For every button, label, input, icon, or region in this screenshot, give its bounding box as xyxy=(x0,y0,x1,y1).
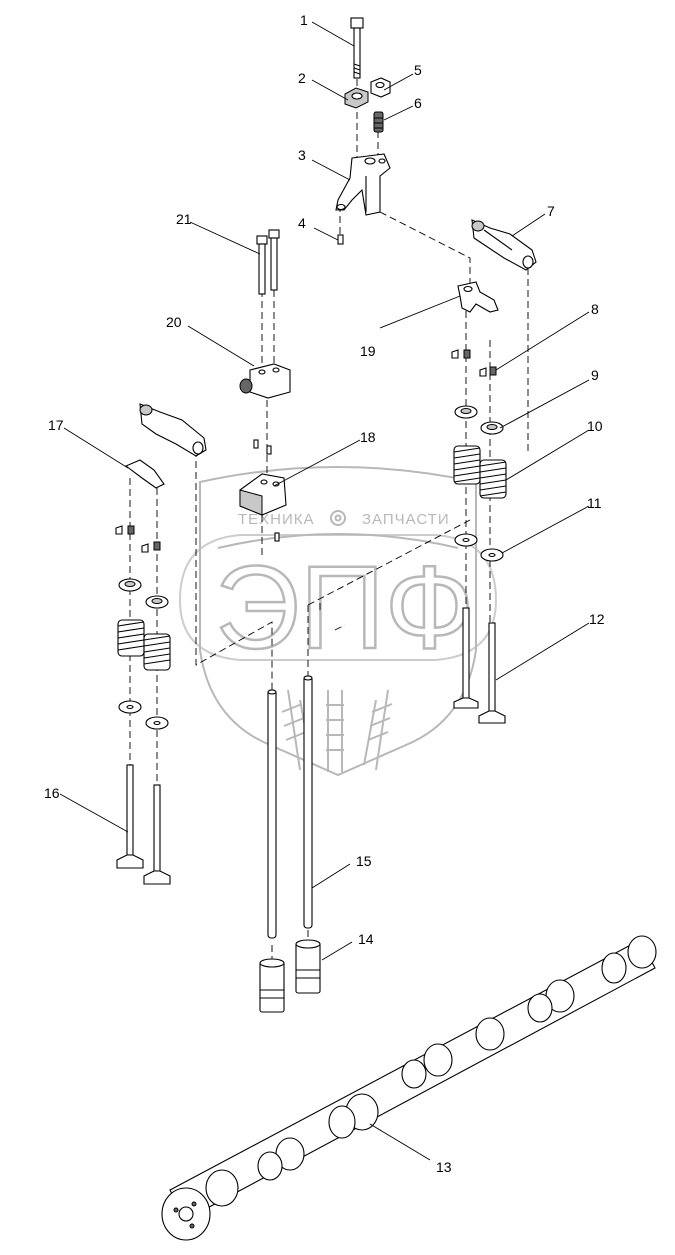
part-20-shaft-support xyxy=(239,363,291,399)
part-14-tappets xyxy=(259,939,321,1013)
wheat-icon xyxy=(281,689,393,772)
callout-7: 7 xyxy=(547,203,555,219)
callout-17: 17 xyxy=(48,417,64,433)
callout-4: 4 xyxy=(298,215,306,231)
gear-icon xyxy=(330,510,346,526)
callout-1: 1 xyxy=(300,12,308,28)
callout-8: 8 xyxy=(591,301,599,317)
leader-lines xyxy=(59,21,590,1161)
part-17-rocker-left xyxy=(124,403,207,489)
callout-16: 16 xyxy=(44,785,60,801)
callout-12: 12 xyxy=(589,611,605,627)
part-12-valve-right xyxy=(453,607,506,724)
part-19-rocker-bracket xyxy=(457,281,499,313)
callout-2: 2 xyxy=(298,70,306,86)
callout-numbers: 1 2 3 4 5 6 7 8 9 10 11 12 13 14 15 16 1… xyxy=(44,12,605,1175)
part-18-rocker-bracket xyxy=(239,439,287,542)
callout-13: 13 xyxy=(436,1159,452,1175)
part-8-valve-collets-right xyxy=(451,349,497,377)
part-7-rocker-arm xyxy=(471,219,537,271)
valve-springs-left xyxy=(117,619,171,671)
watermark-logo: ЭПФ ТЕХНИКА ЗАПЧАСТИ xyxy=(178,466,498,777)
part-9-spring-cap-right xyxy=(454,405,504,435)
spring-caps-left xyxy=(118,578,169,609)
callout-5: 5 xyxy=(414,62,422,78)
part-13-camshaft xyxy=(161,935,657,1241)
part-15-push-rods xyxy=(267,675,313,939)
callout-20: 20 xyxy=(166,314,182,330)
callout-15: 15 xyxy=(356,853,372,869)
callout-10: 10 xyxy=(587,418,603,434)
callout-19: 19 xyxy=(360,343,376,359)
callout-11: 11 xyxy=(587,495,602,511)
callout-18: 18 xyxy=(360,429,376,445)
part-4-pin xyxy=(337,234,344,245)
valve-collets-left xyxy=(115,525,161,553)
part-1-bolt xyxy=(350,17,364,79)
watermark-logo-text: ЭПФ xyxy=(215,542,474,674)
callout-14: 14 xyxy=(358,931,374,947)
part-5-nut xyxy=(370,77,391,98)
spring-seats-left xyxy=(118,700,169,730)
part-21-bolts xyxy=(256,229,280,295)
part-2-bracket xyxy=(344,87,369,109)
part-10-valve-spring-right xyxy=(453,445,507,499)
part-3-rocker-support xyxy=(335,153,391,216)
callout-6: 6 xyxy=(414,95,422,111)
part-16-valve-left xyxy=(116,764,171,885)
assembly-lines xyxy=(129,68,529,962)
watermark-right-word: ЗАПЧАСТИ xyxy=(362,511,450,528)
part-11-spring-seat-right xyxy=(454,533,504,562)
callout-9: 9 xyxy=(591,367,599,383)
part-6-adjusting-screw xyxy=(373,111,384,133)
watermark-left-word: ТЕХНИКА xyxy=(238,511,315,528)
callout-3: 3 xyxy=(298,147,306,163)
callout-21: 21 xyxy=(176,211,192,227)
